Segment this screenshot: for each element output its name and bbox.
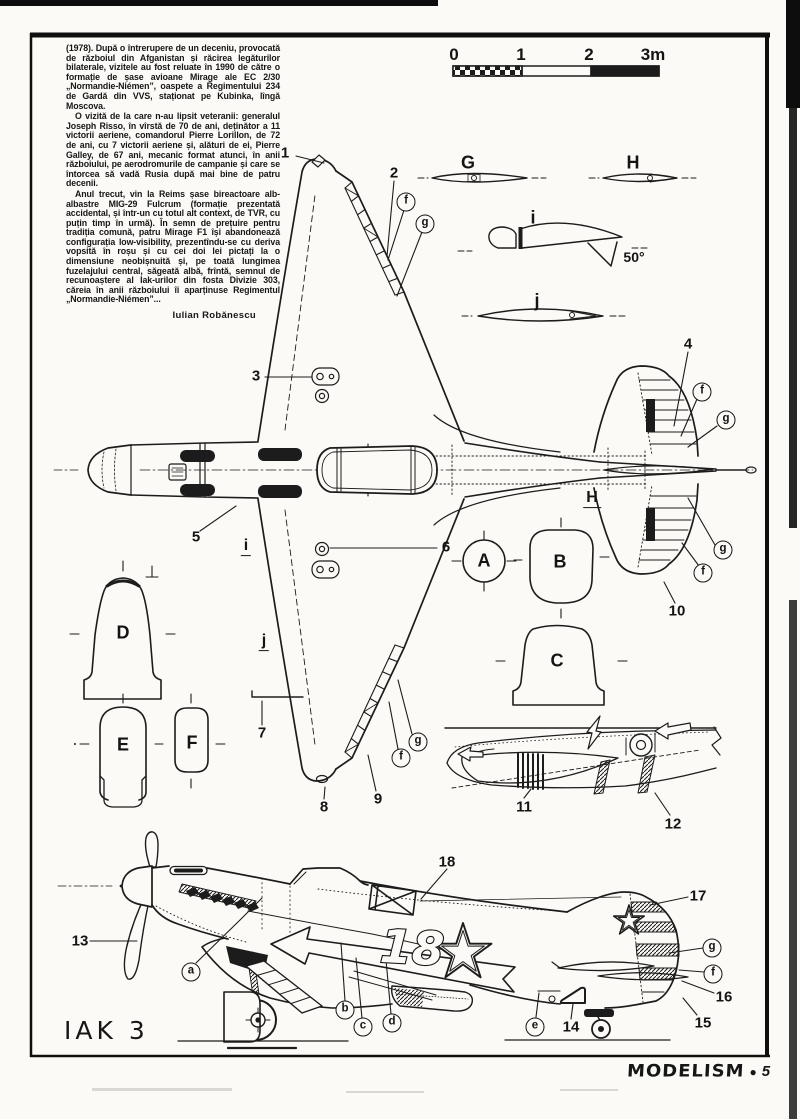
scale-tick-1: 1 <box>516 45 526 64</box>
section-label-j: j <box>534 290 540 311</box>
article-author: Iulian Robănescu <box>172 310 256 322</box>
footer: MODELISM ● 5 <box>626 1061 771 1082</box>
scale-bar <box>452 65 660 77</box>
callout-letter-e: e <box>525 1017 545 1037</box>
callout-letter-b: b <box>335 1000 355 1020</box>
callout-10: 10 <box>668 602 686 620</box>
callout-letter-f-wing-top: f <box>396 192 416 212</box>
callout-letter-g-tail-bottom: g <box>713 540 733 560</box>
article-text-column: (1978). După o întrerupere de un deceniu… <box>66 43 280 322</box>
page-frame <box>29 32 770 1058</box>
scan-artifact-right-3 <box>789 600 797 1119</box>
section-label-E: E <box>116 734 130 755</box>
callout-letter-f-tail-bottom: f <box>693 563 713 583</box>
callout-letter-g-tail-top: g <box>716 410 736 430</box>
callout-18: 18 <box>438 853 456 871</box>
article-paragraph: O vizită de la care n-au lipsit veterani… <box>66 111 280 189</box>
section-label-C: C <box>550 650 564 671</box>
section-label-A: A <box>477 550 491 571</box>
callout-2: 2 <box>389 164 399 182</box>
callout-letter-f-tail-top: f <box>692 382 712 402</box>
section-label-H: H <box>626 152 640 173</box>
callout-1: 1 <box>280 144 290 162</box>
callout-letter-c: c <box>353 1017 373 1037</box>
ground-lines <box>177 1039 671 1050</box>
section-label-G: G <box>460 152 476 173</box>
section-label-B: B <box>553 551 567 572</box>
scale-tick-0: 0 <box>449 45 459 64</box>
callout-12: 12 <box>664 815 682 833</box>
callout-11: 11 <box>516 798 532 816</box>
callout-letter-d: d <box>382 1013 402 1033</box>
callout-13: 13 <box>71 932 89 950</box>
flap-angle-label: 50° <box>623 249 645 265</box>
callout-14: 14 <box>562 1018 580 1036</box>
callout-8: 8 <box>319 798 329 816</box>
article-paragraph: Anul trecut, vin la Reims șase bireactoa… <box>66 188 280 305</box>
callout-letter-g-wing-top: g <box>415 214 435 234</box>
side-view <box>57 831 689 1043</box>
callout-letter-f-wing-bottom: f <box>391 748 411 768</box>
section-marker-H: H <box>583 489 601 508</box>
plan-view <box>53 154 757 784</box>
scan-artifact-right-2 <box>789 108 797 528</box>
footer-bullet-icon: ● <box>749 1064 757 1079</box>
aircraft-title: IAK 3 <box>64 1016 149 1045</box>
magazine-logo: MODELISM <box>626 1061 746 1082</box>
airfoil-sections <box>417 172 697 322</box>
scan-noise-2 <box>346 1091 424 1093</box>
section-marker-i: i <box>240 537 252 556</box>
underside-detail <box>444 715 722 795</box>
callout-17: 17 <box>689 887 707 905</box>
scan-noise-3 <box>560 1089 618 1091</box>
callout-7: 7 <box>257 724 267 742</box>
scale-tick-2: 2 <box>584 45 594 64</box>
callout-3: 3 <box>251 367 261 385</box>
callout-16: 16 <box>715 988 733 1006</box>
fuselage-number: 18 <box>379 919 446 976</box>
callout-15: 15 <box>694 1014 712 1032</box>
callout-letter-f-rudder: f <box>703 964 723 984</box>
callout-9: 9 <box>373 790 383 808</box>
scan-artifact-right-1 <box>786 0 800 108</box>
article-paragraph: (1978). După o întrerupere de un deceniu… <box>66 43 280 111</box>
page-number: 5 <box>761 1063 771 1080</box>
callout-6: 6 <box>441 538 451 556</box>
scale-tick-3m: 3m <box>640 45 666 64</box>
section-label-F: F <box>186 732 198 753</box>
section-label-D: D <box>116 622 130 643</box>
scan-noise-1 <box>92 1088 232 1091</box>
section-label-i: i <box>530 207 536 228</box>
cross-sections <box>69 517 628 808</box>
callout-letter-a: a <box>181 962 201 982</box>
callout-letter-g-wing-bottom: g <box>408 732 428 752</box>
callout-letter-g-rudder: g <box>702 938 722 958</box>
section-marker-j: j <box>258 632 270 651</box>
scan-artifact-top <box>0 0 438 6</box>
star-insignia <box>433 904 645 979</box>
callout-4: 4 <box>683 335 693 353</box>
callout-5: 5 <box>191 528 201 546</box>
callout-leader-lines <box>89 155 718 1020</box>
